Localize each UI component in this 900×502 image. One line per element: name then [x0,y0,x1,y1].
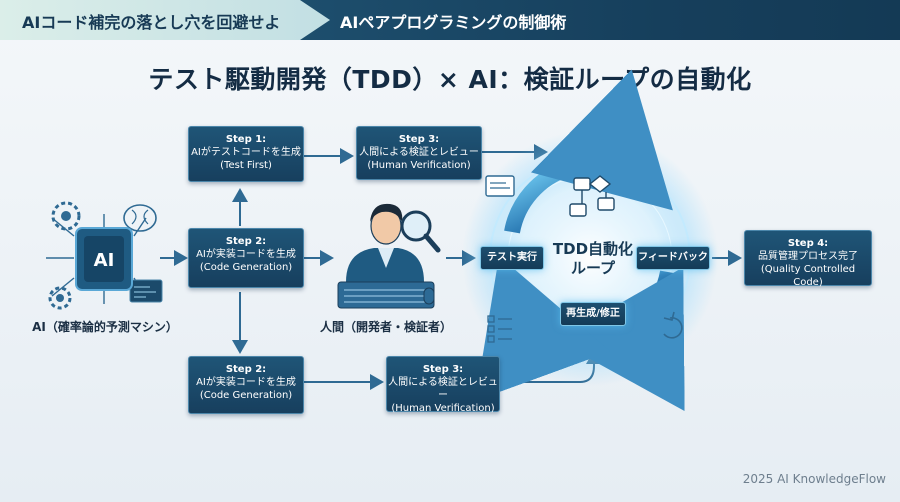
header-left-tab[interactable] [0,0,330,40]
step-description: AIが実装コードを生成 [196,377,296,388]
step-number: Step 2: [225,364,267,375]
tdd-loop-title: TDD自動化 ループ [548,240,638,278]
step-english: (Code Generation) [199,390,293,401]
checklist-icon [487,315,512,343]
step-number: Step 4: [787,238,829,249]
ai-chip-illustration: AI [46,201,163,310]
step-number: Step 2: [225,236,267,247]
step-description: 品質管理プロセス完了 [758,251,858,262]
feedback-pill[interactable]: フィードバック [636,246,710,270]
step-english: (Human Verification) [367,160,471,171]
step-number: Step 1: [225,134,267,145]
code-window-icon [485,175,515,197]
step4-quality-controlled-box[interactable]: Step 4: 品質管理プロセス完了 (Quality Controlled C… [744,230,872,288]
flowchart-icon [569,175,615,217]
step1-test-first-box[interactable]: Step 1: AIがテストコードを生成 (Test First) [188,126,304,182]
step2-code-generation-box-mid[interactable]: Step 2: AIが実装コードを生成 (Code Generation) [188,228,304,288]
step-english: (Human Verification) [391,403,495,414]
test-run-pill[interactable]: テスト実行 [480,246,544,270]
refresh-icon [663,311,683,339]
step3-human-verification-box-bottom[interactable]: Step 3: 人間による検証とレビュー (Human Verification… [386,356,500,414]
step-number: Step 3: [398,134,440,145]
regenerate-fix-pill[interactable]: 再生成/修正 [560,302,626,326]
step-description: AIがテストコードを生成 [191,147,301,158]
human-caption: 人間（開発者・検証者） [319,320,452,334]
header-right-tab-label: AIペアプログラミングの制御術 [340,13,567,32]
human-illustration [337,203,441,309]
step2-code-generation-box-bottom[interactable]: Step 2: AIが実装コードを生成 (Code Generation) [188,356,304,414]
step3-human-verification-box-top[interactable]: Step 3: 人間による検証とレビュー (Human Verification… [356,126,482,180]
step-description: 人間による検証とレビュー [388,377,498,401]
header-bar: AIコード補完の落とし穴を回避せよ AIペアプログラミングの制御術 [0,0,900,40]
ai-chip-text: AI [94,250,115,271]
header-left-tab-label: AIコード補完の落とし穴を回避せよ [22,13,281,32]
tdd-loop-title-line1: TDD自動化 [552,240,634,258]
step-description: 人間による検証とレビュー [359,147,479,158]
step-description: AIが実装コードを生成 [196,249,296,260]
step-number: Step 3: [422,364,464,375]
step-english: (Quality Controlled Code) [760,264,856,288]
header-right-tab[interactable] [300,0,900,40]
tdd-loop-title-line2: ループ [570,259,616,277]
ai-caption: AI（確率論的予測マシン） [32,320,178,334]
footer-credit: 2025 AI KnowledgeFlow [742,472,886,486]
step-english: (Code Generation) [199,262,293,273]
step-english: (Test First) [220,160,272,171]
